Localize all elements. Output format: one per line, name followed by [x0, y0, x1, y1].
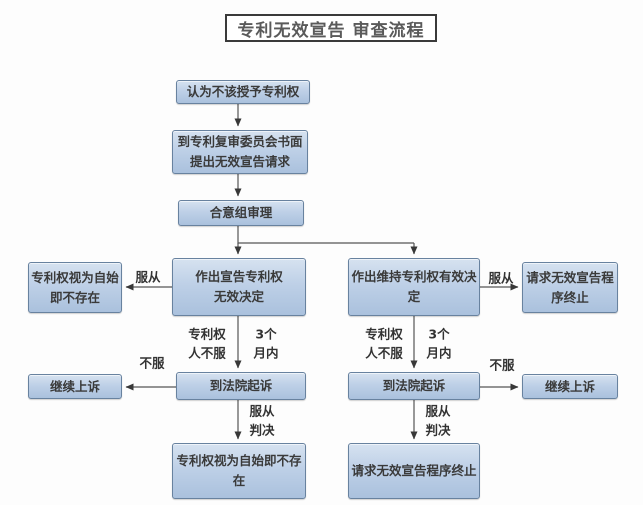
label-patentee-dissatisfied-right: 专利权 人不服 [365, 326, 403, 360]
edge-panel-branch [237, 226, 414, 244]
node-deemed-void-left: 专利权视为自始 即不存在 [28, 262, 122, 313]
label-comply-judgment-right: 服从 判决 [425, 403, 451, 437]
node-procedure-end-right: 请求无效宣告程 序终止 [522, 262, 618, 313]
node-appeal-left: 继续上诉 [28, 374, 122, 399]
label-comply-left: 服从 [135, 269, 161, 285]
node-deemed-void-bottom: 专利权视为自始即不存 在 [172, 443, 306, 499]
label-dissatisfied-left: 不服 [139, 355, 165, 371]
node-panel-review: 合意组审理 [178, 200, 304, 226]
node-procedure-end-bottom: 请求无效宣告程序终止 [348, 443, 480, 499]
node-valid-decision: 作出维持专利权有效决 定 [348, 258, 480, 316]
label-dissatisfied-right: 不服 [489, 357, 515, 373]
node-court-left: 到法院起诉 [176, 372, 306, 400]
node-submit-request: 到专利复审委员会书面 提出无效宣告请求 [172, 130, 308, 174]
label-comply-judgment-left: 服从 判决 [249, 403, 275, 437]
node-court-right: 到法院起诉 [348, 372, 480, 400]
label-three-months-right: 3个 月内 [426, 326, 452, 360]
node-start: 认为不该授予专利权 [176, 80, 310, 104]
label-patentee-dissatisfied-left: 专利权 人不服 [188, 326, 226, 360]
label-comply-right: 服从 [488, 270, 514, 286]
page-title: 专利无效宣告 审查流程 [225, 14, 437, 42]
label-three-months-left: 3个 月内 [253, 326, 279, 360]
node-appeal-right: 继续上诉 [522, 374, 618, 399]
node-invalid-decision: 作出宣告专利权 无效决定 [172, 258, 306, 316]
